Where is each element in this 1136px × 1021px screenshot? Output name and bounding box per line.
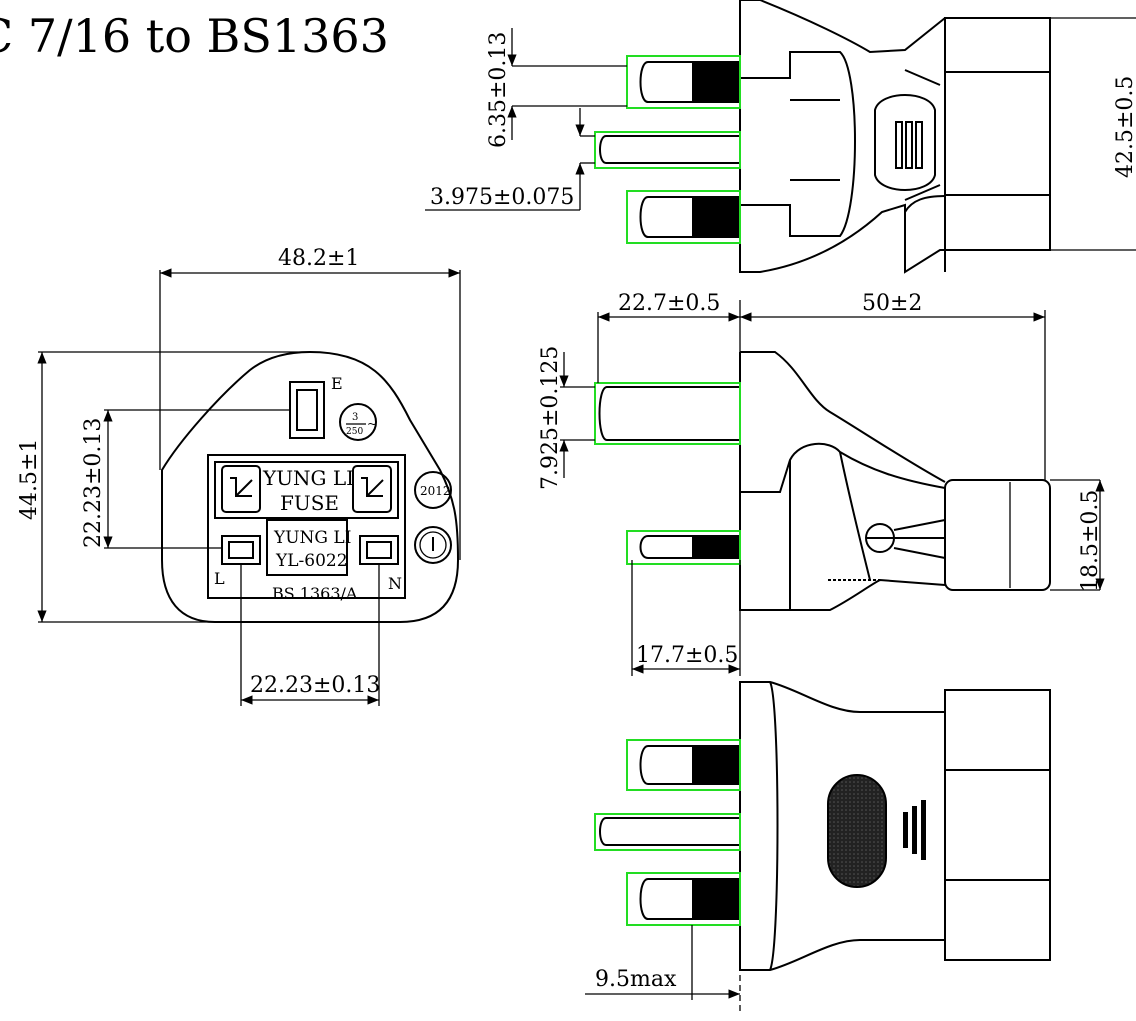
side-view: 18.5±0.5 22.7±0.5 50±2 7.925±0.125 17.7±… <box>538 291 1105 676</box>
fuse-brand-line2: FUSE <box>280 491 339 515</box>
svg-text:250: 250 <box>346 427 363 437</box>
dim-face-pin-horizontal: 22.23±0.13 <box>250 673 380 698</box>
dim-face-height: 44.5±1 <box>17 439 42 520</box>
live-label: L <box>214 569 225 588</box>
fuse-right-icon <box>352 465 392 513</box>
side-lower-pin <box>626 530 741 565</box>
pin-earth-top <box>594 131 741 169</box>
neutral-label: N <box>388 574 402 593</box>
face-view: YUNG LI FUSE YUNG LI YL-6022 BS 1363/A E… <box>17 246 461 706</box>
earth-slot <box>289 381 325 439</box>
dim-face-width: 48.2±1 <box>278 246 359 271</box>
bottom-pin-lower <box>626 872 741 926</box>
live-slot <box>221 535 261 565</box>
dim-pin-offset-top: 6.35±0.13 <box>486 32 511 148</box>
svg-text:2012: 2012 <box>420 484 451 498</box>
dim-face-pin-vertical: 22.23±0.13 <box>81 418 106 548</box>
dim-pin-length: 22.7±0.5 <box>618 291 720 316</box>
dim-earth-pin-thickness: 7.925±0.125 <box>538 346 563 490</box>
grip-lines-bottom-icon <box>903 800 926 860</box>
grip-lines-icon <box>895 121 923 169</box>
dim-body-height-right: 42.5±0.5 <box>1113 76 1136 178</box>
textured-grip-icon <box>827 774 887 888</box>
dim-earth-pin-width: 3.975±0.075 <box>430 185 574 210</box>
pin-top <box>626 55 741 109</box>
dim-cable-diameter: 18.5±0.5 <box>1078 490 1103 592</box>
bottom-pin-top <box>626 739 741 791</box>
fuse-brand-line1: YUNG LI <box>262 466 354 490</box>
neutral-slot <box>359 535 399 565</box>
side-earth-pin <box>594 382 741 445</box>
dim-lower-pin-length: 17.7±0.5 <box>636 643 738 668</box>
clock-badge-icon <box>414 526 452 564</box>
year-badge-icon: 2012 <box>414 471 452 509</box>
bottom-pin-earth <box>594 813 741 851</box>
model-brand-line2: YL-6022 <box>275 551 348 571</box>
earth-label: E <box>331 374 343 393</box>
rating-badge-icon: 3 250 ~ <box>339 403 377 441</box>
standard-label: BS 1363/A <box>272 584 358 603</box>
pin-bottom <box>626 190 741 244</box>
svg-text:3: 3 <box>352 412 358 423</box>
dim-body-length: 50±2 <box>862 291 922 316</box>
top-view: 6.35±0.13 3.975±0.075 42.5±0.5 <box>425 0 1136 274</box>
drawing-title: C 7/16 to BS1363 <box>0 9 389 63</box>
bottom-view: 9.5max <box>585 681 1051 1015</box>
svg-text:~: ~ <box>367 417 377 431</box>
fuse-left-icon <box>221 465 261 513</box>
dim-pin-root: 9.5max <box>595 967 677 992</box>
model-brand-line1: YUNG LI <box>273 528 351 548</box>
